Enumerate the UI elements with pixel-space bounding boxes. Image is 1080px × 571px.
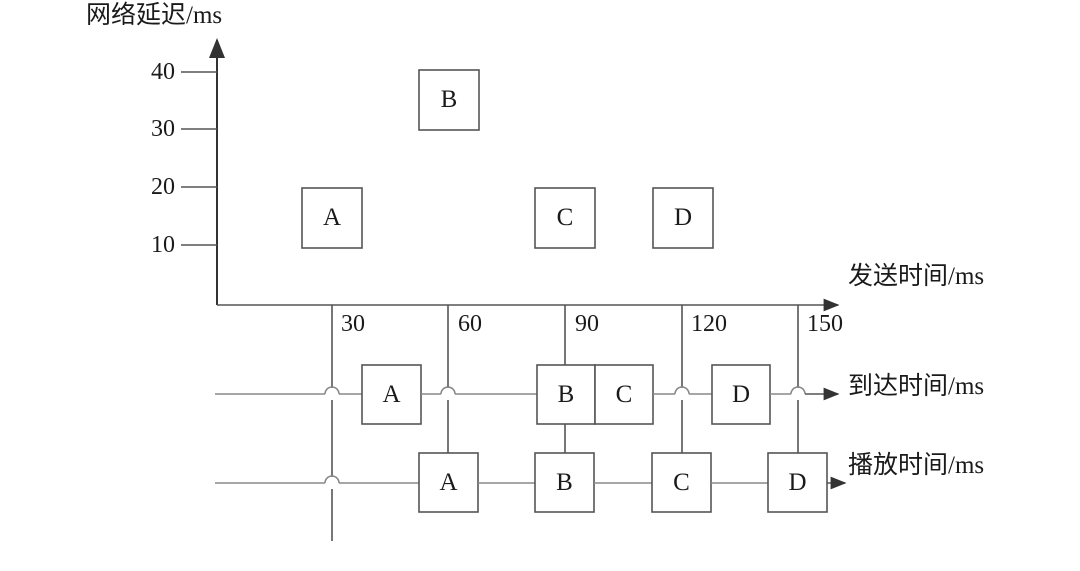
- arrival-timeline: [215, 364, 840, 425]
- chart-box-a: [301, 187, 363, 249]
- x-axis-title: 发送时间/ms: [848, 263, 985, 290]
- chart-box-label-a: A: [322, 204, 342, 231]
- arrival-timeline-title: 到达时间/ms: [848, 373, 985, 400]
- playback-box-d: [767, 452, 828, 513]
- playback-box-label-b: B: [556, 468, 573, 496]
- chart-box-label-b: B: [440, 86, 458, 113]
- arrival-box-label-a: A: [382, 380, 401, 408]
- x-tick-label-30: 30: [341, 311, 365, 337]
- arrival-box-label-c: C: [615, 380, 633, 408]
- y-tick-label-20: 20: [151, 174, 175, 200]
- x-tick-label-60: 60: [458, 311, 482, 337]
- y-axis-title: 网络延迟/ms: [86, 2, 223, 29]
- playback-box-label-a: A: [439, 468, 458, 496]
- x-tick-label-150: 150: [807, 311, 843, 337]
- chart-points: [301, 69, 714, 249]
- arrival-hop-30: [324, 386, 340, 395]
- y-tick-label-30: 30: [151, 116, 175, 142]
- x-tick-label-90: 90: [575, 311, 599, 337]
- y-tick-label-40: 40: [151, 59, 175, 85]
- arrival-hop-120: [674, 386, 690, 395]
- chart-box-label-d: D: [673, 204, 693, 231]
- playback-timeline: [215, 452, 847, 513]
- playback-timeline-title: 播放时间/ms: [848, 452, 985, 479]
- chart-box-d: [652, 187, 714, 249]
- chart-box-b: [418, 69, 480, 131]
- playback-box-label-c: C: [673, 468, 690, 496]
- x-tick-label-120: 120: [691, 311, 727, 337]
- arrival-hop-150: [790, 386, 806, 395]
- chart-box-label-c: C: [556, 204, 574, 231]
- playback-hop-30: [324, 475, 340, 484]
- arrival-box-label-b: B: [557, 380, 575, 408]
- playback-box-label-d: D: [788, 468, 807, 496]
- playback-box-b: [534, 452, 595, 513]
- arrival-box-c: [594, 364, 654, 425]
- y-axis: [181, 38, 225, 305]
- arrival-hop-60: [440, 386, 456, 395]
- arrival-box-d: [711, 364, 771, 425]
- arrival-box-label-d: D: [731, 380, 751, 408]
- arrival-box-b: [536, 364, 596, 425]
- y-tick-label-10: 10: [151, 232, 175, 258]
- playback-box-c: [651, 452, 712, 513]
- chart-box-c: [534, 187, 596, 249]
- droplines: [331, 305, 799, 541]
